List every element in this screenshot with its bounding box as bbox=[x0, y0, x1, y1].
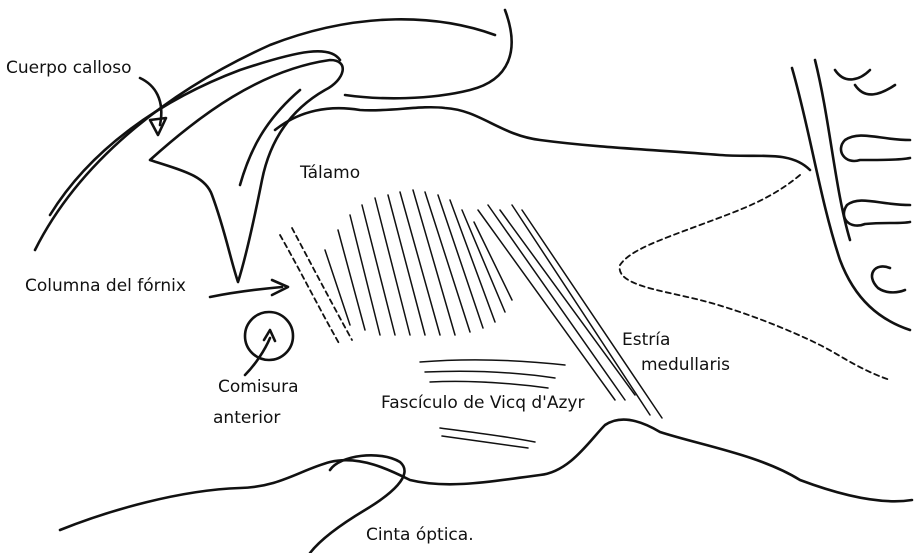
fornix-inner bbox=[240, 90, 300, 185]
ventricle-top bbox=[345, 10, 512, 98]
label-cinta-optica: Cinta óptica. bbox=[366, 525, 474, 545]
label-fasciculo: Fascículo de Vicq d'Azyr bbox=[381, 393, 584, 413]
bottom-outline bbox=[60, 420, 912, 530]
label-estria-line1: Estría bbox=[622, 330, 670, 350]
anterior-commissure bbox=[245, 312, 293, 360]
corpus-callosum-outer bbox=[35, 19, 495, 250]
right-sulcus-2 bbox=[855, 85, 895, 94]
fornix-column-1 bbox=[280, 235, 340, 345]
right-sulcus-1 bbox=[835, 70, 870, 79]
right-hook bbox=[872, 266, 905, 292]
label-talamo: Tálamo bbox=[300, 163, 360, 183]
label-comisura-line2: anterior bbox=[213, 408, 280, 428]
label-estria-line2: medullaris bbox=[641, 355, 730, 375]
right-bulb-1 bbox=[841, 136, 910, 161]
arrow-cuerpo-head bbox=[150, 118, 166, 135]
label-comisura-line1: Comisura bbox=[218, 377, 299, 397]
thalamus-striations bbox=[325, 190, 512, 335]
right-bulb-2 bbox=[844, 201, 910, 226]
thalamus-outline bbox=[275, 107, 810, 170]
right-boundary bbox=[792, 68, 910, 330]
label-cuerpo-calloso: Cuerpo calloso bbox=[6, 58, 132, 78]
label-columna-fornix: Columna del fórnix bbox=[25, 276, 186, 296]
fornix-column-2 bbox=[292, 228, 352, 340]
